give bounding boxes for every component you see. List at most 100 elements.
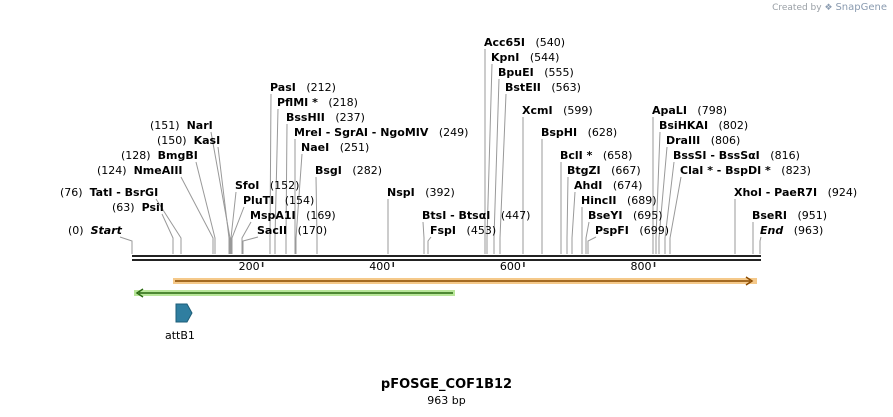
site-label-kpni[interactable]: KpnI (544) xyxy=(491,51,559,64)
site-name: BmgBI xyxy=(157,149,198,162)
site-position: (658) xyxy=(602,149,633,162)
site-position: (76) xyxy=(60,186,83,199)
site-label-start[interactable]: (0) Start xyxy=(68,224,122,237)
site-label-bsihkai[interactable]: BsiHKAI (802) xyxy=(659,119,748,132)
site-leader xyxy=(585,221,590,254)
site-position: (218) xyxy=(328,96,358,109)
site-label-bpuei[interactable]: BpuEI (555) xyxy=(498,66,574,79)
ruler-tick-label: 200 xyxy=(239,260,260,273)
site-label-bsphi[interactable]: BspHI (628) xyxy=(541,126,617,139)
site-name: PsiI xyxy=(141,201,164,214)
site-label-nmeaiii[interactable]: (124) NmeAIII xyxy=(97,164,183,177)
site-leader xyxy=(217,146,230,254)
site-label-bseri[interactable]: BseRI (951) xyxy=(752,209,827,222)
site-label-bcli[interactable]: BclI * (658) xyxy=(560,149,632,162)
site-label-bseyi[interactable]: BseYI (695) xyxy=(588,209,663,222)
site-position: (212) xyxy=(306,81,336,94)
site-position: (689) xyxy=(627,194,657,207)
site-position: (128) xyxy=(121,149,151,162)
site-name: NspI xyxy=(387,186,415,199)
site-name: BtgZI xyxy=(567,164,601,177)
site-name: NarI xyxy=(186,119,213,132)
site-name: NmeAIII xyxy=(133,164,183,177)
site-label-bsssi[interactable]: BssSI - BssSαI (816) xyxy=(673,149,800,162)
site-position: (251) xyxy=(339,141,370,154)
site-label-bmgbi[interactable]: (128) BmgBI xyxy=(121,149,198,162)
site-leader xyxy=(422,221,425,254)
site-label-pluti[interactable]: PluTI (154) xyxy=(243,194,314,207)
site-position: (628) xyxy=(587,126,618,139)
site-label-hincii[interactable]: HincII (689) xyxy=(581,194,657,207)
credit-prefix: Created by xyxy=(772,3,822,13)
site-label-btgzi[interactable]: BtgZI (667) xyxy=(567,164,641,177)
site-label-draiii[interactable]: DraIII (806) xyxy=(666,134,740,147)
site-position: (150) xyxy=(157,134,187,147)
ruler-tick-label: 400 xyxy=(369,260,390,273)
site-name: TatI - BsrGI xyxy=(89,186,159,199)
site-label-psshii[interactable]: BssHII (237) xyxy=(286,111,365,124)
site-name: End xyxy=(760,224,784,237)
site-leader xyxy=(285,123,288,254)
site-name: SfoI xyxy=(235,179,260,192)
site-label-btsi[interactable]: BtsI - BtsαI (447) xyxy=(422,209,530,222)
site-position: (282) xyxy=(352,164,382,177)
site-label-acc65i[interactable]: Acc65I (540) xyxy=(484,36,565,49)
site-label-fspi[interactable]: FspI (453) xyxy=(430,224,496,237)
site-label-naei[interactable]: NaeI (251) xyxy=(301,141,369,154)
site-name: BseRI xyxy=(752,209,787,222)
site-label-end[interactable]: End (963) xyxy=(760,224,823,237)
attb1-feature-icon[interactable] xyxy=(175,303,193,323)
site-position: (695) xyxy=(632,209,663,222)
green-feature-arrow[interactable] xyxy=(134,288,455,298)
site-name: PasI xyxy=(270,81,296,94)
site-name: MspA1I xyxy=(250,209,296,222)
site-name: BsgI xyxy=(315,164,342,177)
site-position: (237) xyxy=(335,111,365,124)
site-label-xcmi[interactable]: XcmI (599) xyxy=(522,104,593,117)
site-name: PluTI xyxy=(243,194,275,207)
site-position: (951) xyxy=(797,209,828,222)
site-position: (151) xyxy=(150,119,180,132)
sequence-backbone xyxy=(132,255,761,261)
site-label-mspa1i[interactable]: MspA1I (169) xyxy=(250,209,336,222)
site-label-apali[interactable]: ApaLI (798) xyxy=(652,104,727,117)
site-label-mrei[interactable]: MreI - SgrAI - NgoMIV (249) xyxy=(294,126,468,139)
feature-label-attb1[interactable]: attB1 xyxy=(165,329,195,342)
site-label-pflmi[interactable]: PflMI * (218) xyxy=(277,96,358,109)
site-leader xyxy=(119,236,133,254)
site-label-ahdi[interactable]: AhdI (674) xyxy=(574,179,642,192)
site-label-bsteii[interactable]: BstEII (563) xyxy=(505,81,581,94)
site-position: (599) xyxy=(563,104,593,117)
orange-feature-arrow[interactable] xyxy=(173,276,757,286)
site-leader xyxy=(155,198,182,254)
site-label-sfoi[interactable]: SfoI (152) xyxy=(235,179,299,192)
site-name: KasI xyxy=(193,134,221,147)
site-label-clai[interactable]: ClaI * - BspDI * (823) xyxy=(680,164,811,177)
site-name: HincII xyxy=(581,194,617,207)
site-label-pspfi[interactable]: PspFI (699) xyxy=(595,224,669,237)
site-leader xyxy=(315,176,318,254)
site-position: (963) xyxy=(793,224,824,237)
site-label-xhoi[interactable]: XhoI - PaeR7I (924) xyxy=(734,186,857,199)
site-leader xyxy=(587,236,597,254)
site-position: (152) xyxy=(269,179,300,192)
site-position: (563) xyxy=(551,81,581,94)
site-label-tati[interactable]: (76) TatI - BsrGI xyxy=(60,186,158,199)
site-position: (806) xyxy=(710,134,741,147)
site-label-sacii[interactable]: SacII (170) xyxy=(257,224,327,237)
site-label-bsgi[interactable]: BsgI (282) xyxy=(315,164,382,177)
site-position: (453) xyxy=(466,224,497,237)
site-label-pasi[interactable]: PasI (212) xyxy=(270,81,336,94)
site-leader xyxy=(571,191,576,254)
site-name: SacII xyxy=(257,224,288,237)
site-label-kasi[interactable]: (150) KasI xyxy=(157,134,220,147)
site-name: Start xyxy=(90,224,122,237)
site-label-nspi[interactable]: NspI (392) xyxy=(387,186,455,199)
site-name: FspI xyxy=(430,224,457,237)
site-label-nari[interactable]: (151) NarI xyxy=(150,119,213,132)
site-name: AhdI xyxy=(574,179,603,192)
site-label-psii[interactable]: (63) PsiI xyxy=(112,201,164,214)
site-leader xyxy=(231,206,245,254)
